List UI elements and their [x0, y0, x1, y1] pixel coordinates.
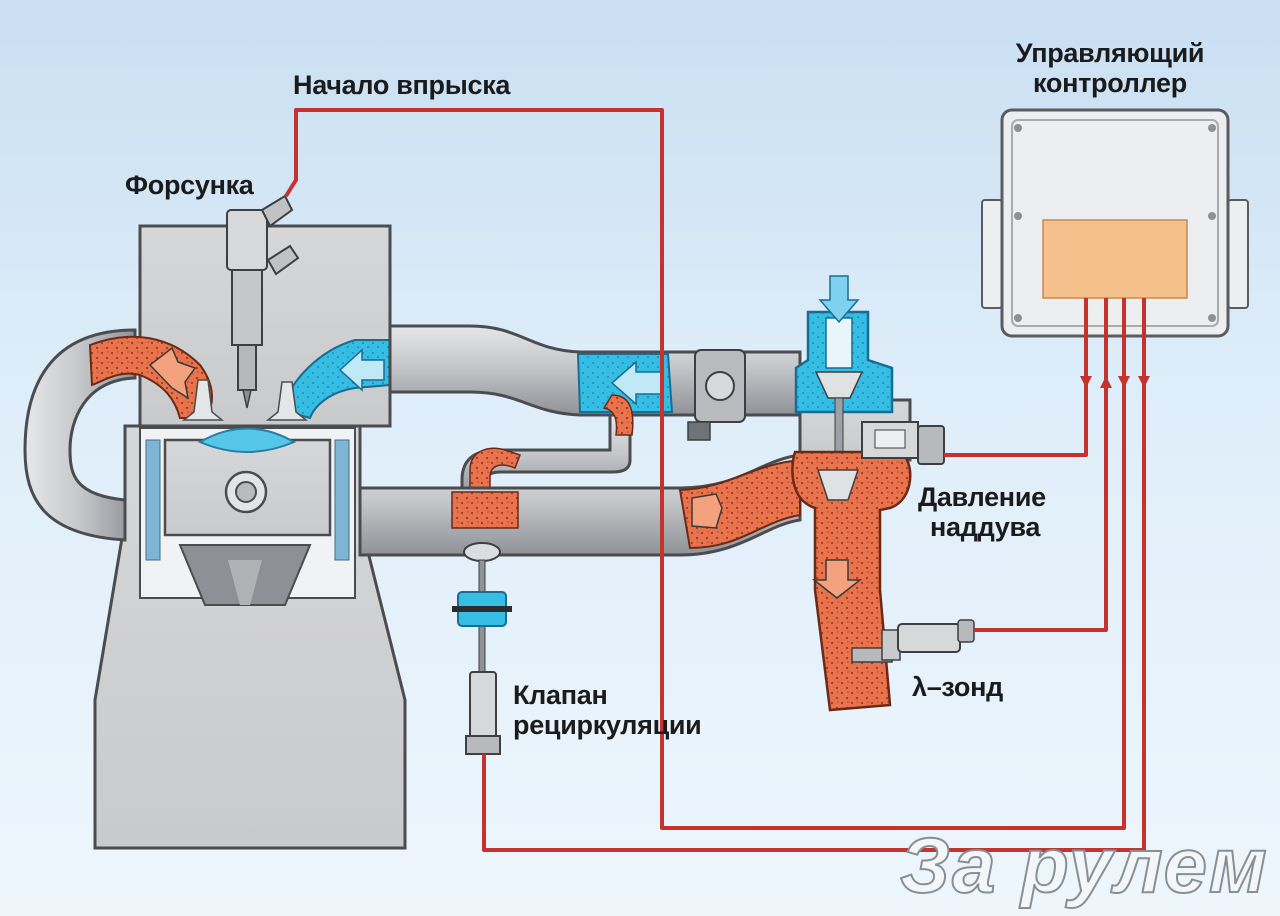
egr-valve-label: Клапан рециркуляции	[513, 680, 702, 741]
air-inlet-arrow	[818, 275, 860, 324]
wire-arrowheads	[1080, 376, 1150, 388]
piston	[163, 427, 332, 606]
lambda-probe-label: λ–зонд	[912, 672, 1003, 702]
exhaust-out-arrow	[811, 559, 863, 599]
boost-pressure-sensor	[861, 421, 945, 465]
controller-label-line1: Управляющий	[1015, 38, 1205, 68]
wire-egr	[482, 298, 1146, 852]
boost-label-line1: Давление	[918, 482, 1046, 512]
egr-label-line1: Клапан	[513, 680, 608, 710]
injector	[226, 194, 300, 409]
controller-label: Управляющий контроллер	[1000, 38, 1220, 98]
signal-wires	[284, 108, 1146, 852]
injector-label: Форсунка	[125, 170, 254, 200]
egr-return-flow	[602, 394, 634, 436]
exhaust-flow-arrow	[148, 346, 197, 400]
wire-boost-pressure	[944, 298, 1088, 457]
intake-flow-arrow	[338, 348, 385, 392]
watermark-logo: За рулем	[899, 820, 1269, 910]
valves	[181, 379, 309, 421]
egr-valve	[452, 542, 512, 755]
wire-lambda	[974, 298, 1108, 632]
exhaust-return-loop	[23, 328, 137, 542]
controller-chip	[1042, 219, 1188, 299]
turbine-wheel	[816, 469, 860, 501]
control-unit	[981, 108, 1249, 338]
boost-label-line2: наддува	[930, 512, 1041, 543]
injection-start-label: Начало впрыска	[293, 70, 511, 100]
exhaust-gas-section-egr	[451, 491, 519, 529]
boost-pressure-label: Давление наддува	[918, 482, 1046, 542]
controller-label-line2: контроллер	[1033, 68, 1187, 99]
wire-injection-start	[284, 108, 1126, 830]
compressor-wheel	[814, 371, 864, 399]
egr-label-line2: рециркуляции	[513, 710, 702, 741]
throttle-body	[687, 349, 746, 441]
exhaust-flow-arrow-2	[691, 493, 723, 529]
